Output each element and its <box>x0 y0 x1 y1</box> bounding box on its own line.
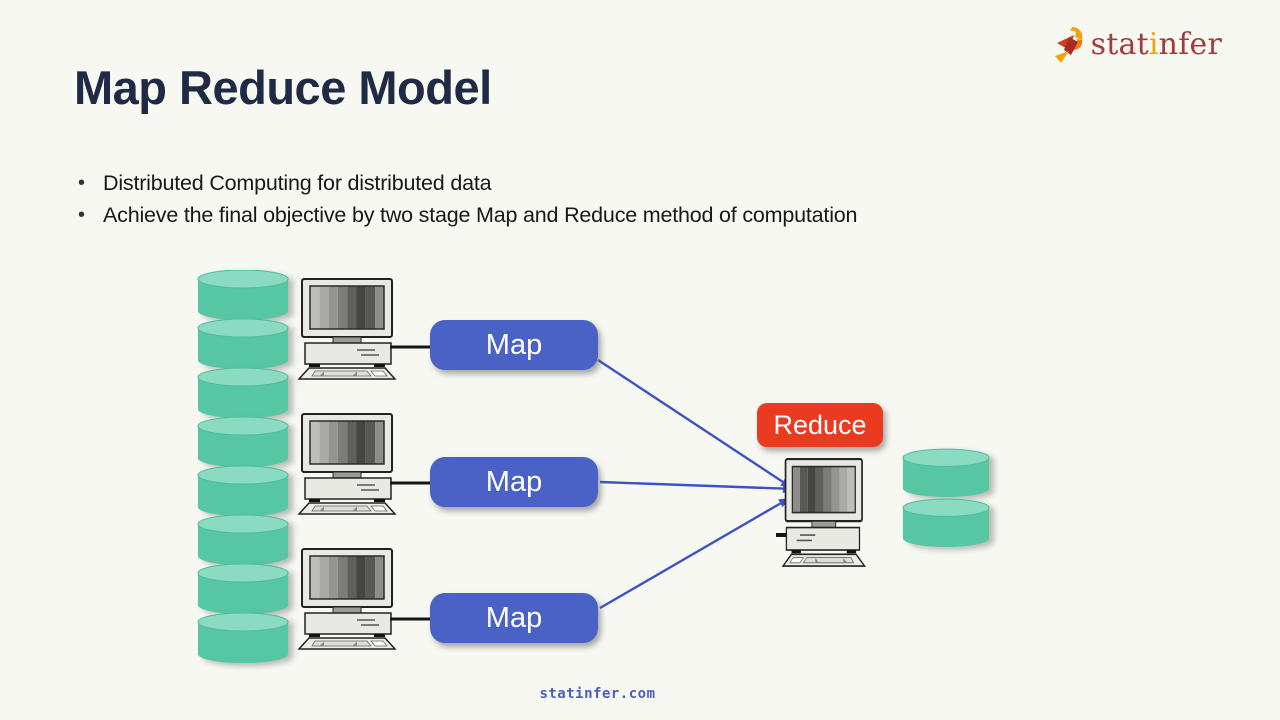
desktop-computer-icon <box>298 413 396 515</box>
map-box-label: Map <box>485 465 543 498</box>
database-cylinder-icon <box>197 564 289 614</box>
map-box-3: Map <box>430 593 598 643</box>
page-title: Map Reduce Model <box>74 61 492 114</box>
bullet-item: Distributed Computing for distributed da… <box>76 167 857 199</box>
bullet-list: Distributed Computing for distributed da… <box>76 167 857 231</box>
database-cylinder-icon <box>197 515 289 565</box>
input-database-stack <box>197 270 289 663</box>
output-database-stack <box>902 448 990 548</box>
map-box-label: Map <box>485 328 543 361</box>
desktop-computer-icon <box>298 278 396 380</box>
footer-url: statinfer.com <box>539 686 656 702</box>
database-cylinder-icon <box>902 448 990 498</box>
reduce-computer <box>781 458 866 568</box>
database-cylinder-icon <box>197 613 289 663</box>
computer-to-map-connectors <box>390 345 430 621</box>
database-cylinder-icon <box>197 417 289 467</box>
statinfer-logo: statinfer <box>1050 25 1222 65</box>
reduce-box: Reduce <box>757 403 883 447</box>
logo-wordmark: statinfer <box>1091 25 1222 65</box>
logo-text-i: i <box>1148 27 1159 62</box>
database-cylinder-icon <box>902 498 990 548</box>
bullet-item: Achieve the final objective by two stage… <box>76 199 857 231</box>
mapreduce-diagram <box>197 270 990 663</box>
database-cylinder-icon <box>197 319 289 369</box>
map-box-1: Map <box>430 320 598 370</box>
reduce-box-label: Reduce <box>773 409 867 440</box>
map-to-reduce-arrows <box>597 358 794 610</box>
logo-text-stat: stat <box>1090 27 1149 62</box>
desktop-computer-icon <box>781 458 866 568</box>
map-box-label: Map <box>485 601 543 634</box>
database-cylinder-icon <box>197 466 289 516</box>
desktop-computer-icon <box>298 548 396 650</box>
database-cylinder-icon <box>197 368 289 418</box>
logo-text-nfer: nfer <box>1158 27 1222 62</box>
database-cylinder-icon <box>197 270 289 320</box>
map-box-2: Map <box>430 457 598 507</box>
statinfer-bird-icon <box>1054 27 1083 63</box>
